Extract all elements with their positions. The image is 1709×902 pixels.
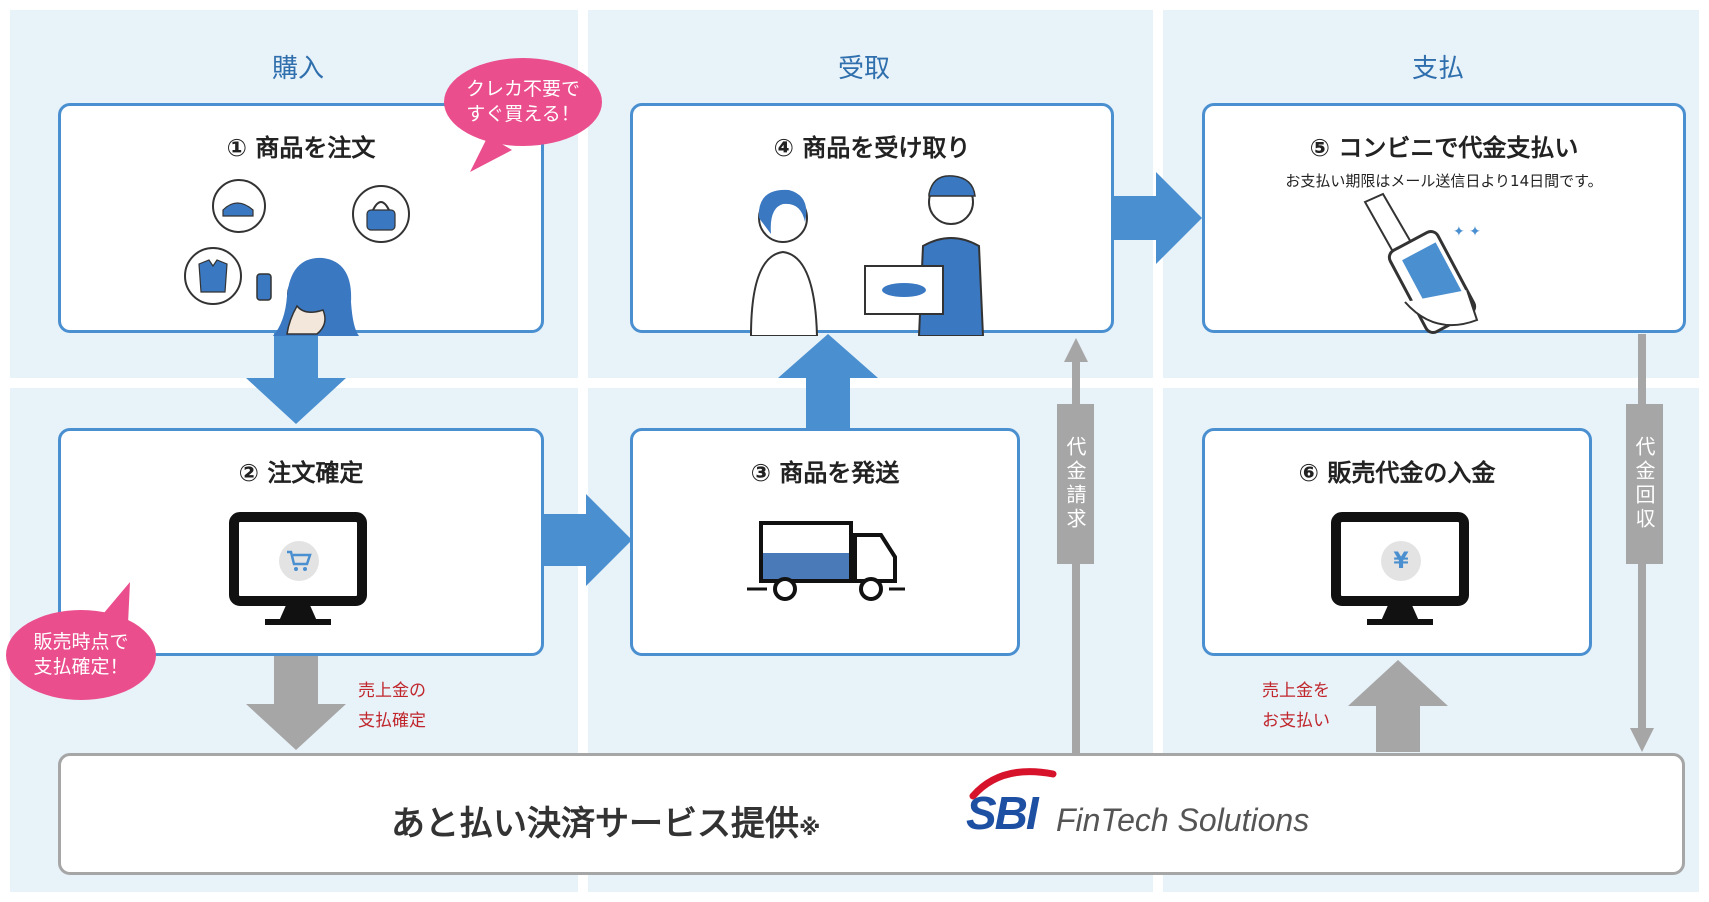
sbi-logo: SBI (966, 787, 1039, 839)
step-1-title: ① 商品を注文 (226, 134, 376, 162)
arrowhead-billing (1064, 338, 1088, 362)
bubble-no-card: クレカ不要ですぐ買える！ (444, 58, 602, 146)
column-title-receive: 受取 (837, 54, 890, 84)
sbi-logo-swoosh (969, 768, 1057, 800)
provider-title: あと払い決済サービス提供※ (391, 804, 821, 844)
step-5-box: ⑤ コンビニで代金支払い お支払い期限はメール送信日より14日間です。 ✦ ✦ (1202, 103, 1686, 334)
arrow-2-to-3 (540, 494, 632, 586)
phone-payment-illustration: ✦ ✦ (1363, 192, 1481, 334)
note-sales-fixed: 売上金の支払確定 (358, 681, 426, 731)
step-6-box: ⑥ 販売代金の入金 ¥ (1202, 428, 1592, 656)
side-label-collection: 代金回収 (1626, 404, 1663, 564)
sbi-logo-text: FinTech Solutions (1056, 802, 1310, 838)
svg-text:✦ ✦: ✦ ✦ (1453, 224, 1481, 240)
step-2-title: ② 注文確定 (238, 459, 364, 487)
step-3-box: ③ 商品を発送 (630, 428, 1020, 656)
yen-icon: ¥ (1381, 541, 1421, 581)
arrow-4-to-5 (1110, 172, 1202, 264)
side-label-billing: 代金請求 (1057, 404, 1094, 564)
step-6-title: ⑥ 販売代金の入金 (1298, 459, 1496, 487)
step-5-note: お支払い期限はメール送信日より14日間です。 (1285, 172, 1603, 190)
note-sales-pay: 売上金をお支払い (1262, 681, 1330, 731)
column-title-pay: 支払 (1411, 54, 1464, 84)
step-2-box: ② 注文確定 (58, 428, 544, 656)
provider-box: あと払い決済サービス提供※ SBI FinTech Solutions (58, 753, 1685, 875)
step-5-title: ⑤ コンビニで代金支払い (1309, 134, 1579, 162)
bubble-fixed: 販売時点で支払確定！ (6, 610, 156, 700)
step-1-box: ① 商品を注文 (58, 103, 544, 336)
step-4-title: ④ 商品を受け取り (773, 134, 971, 162)
arrowhead-collection (1630, 728, 1654, 752)
step-3-title: ③ 商品を発送 (750, 459, 900, 487)
cart-icon (279, 541, 319, 581)
step-4-box: ④ 商品を受け取り (630, 103, 1114, 336)
arrow-2-to-provider (246, 656, 346, 750)
arrow-1-to-2 (246, 332, 346, 424)
arrow-3-to-4 (778, 334, 878, 430)
column-title-purchase: 購入 (271, 54, 324, 84)
truck-illustration (747, 521, 905, 601)
arrow-provider-to-6 (1348, 660, 1448, 752)
woman-shopping-illustration (184, 179, 410, 336)
delivery-illustration (749, 175, 985, 336)
